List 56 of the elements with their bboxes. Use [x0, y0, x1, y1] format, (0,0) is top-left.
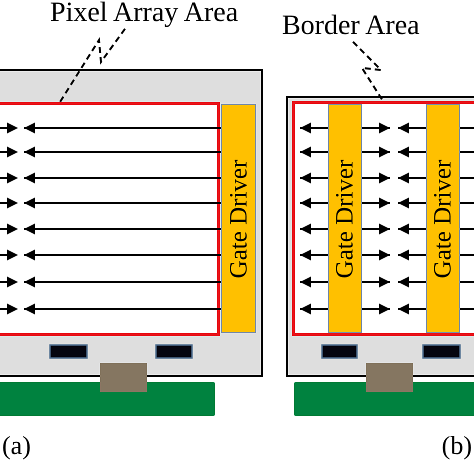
arrow	[300, 122, 328, 134]
bar-label: Gate Driver	[226, 159, 251, 278]
arrow	[300, 304, 328, 314]
panel-label: (b)	[442, 432, 472, 461]
arrow	[398, 198, 426, 208]
gate-driver-bar	[426, 104, 460, 333]
signal-line	[460, 228, 474, 230]
arrow	[300, 172, 328, 184]
area-frame	[292, 101, 474, 336]
callout-label: Pixel Array Area	[50, 0, 238, 29]
signal-line	[460, 127, 474, 129]
arrow	[300, 198, 328, 208]
arrow	[300, 224, 328, 234]
arrow	[24, 304, 221, 314]
circuit-board	[0, 382, 215, 416]
gate-driver-bar	[328, 104, 362, 333]
circuit-board	[294, 382, 474, 416]
arrow	[24, 146, 221, 158]
arrow	[24, 250, 221, 260]
arrow	[362, 224, 390, 234]
signal-line	[460, 202, 474, 204]
panel-label: (a)	[2, 432, 31, 461]
arrow	[398, 250, 426, 260]
arrow	[300, 250, 328, 260]
arrow	[24, 122, 221, 134]
arrow	[398, 146, 426, 158]
arrow	[300, 146, 328, 158]
arrow	[362, 198, 390, 208]
arrow	[398, 276, 426, 288]
arrow	[24, 172, 221, 184]
arrow	[24, 224, 221, 234]
signal-line	[460, 177, 474, 179]
arrow	[362, 172, 390, 184]
arrow	[398, 224, 426, 234]
callout-label: Border Area	[282, 11, 420, 42]
arrow	[300, 276, 328, 288]
arrow	[24, 198, 221, 208]
signal-line	[460, 281, 474, 283]
leader-line	[352, 41, 384, 102]
signal-line	[460, 151, 474, 153]
signal-line	[460, 308, 474, 310]
arrow	[398, 122, 426, 134]
arrow	[24, 276, 221, 288]
arrow	[362, 250, 390, 260]
area-frame	[0, 102, 220, 336]
arrow	[362, 276, 390, 288]
bar-label: Gate Driver	[332, 159, 358, 278]
bar-label: Gate Driver	[430, 159, 456, 278]
gate-driver-bar	[221, 104, 256, 333]
arrow	[362, 146, 390, 158]
leader-line	[59, 28, 126, 103]
arrow	[398, 304, 426, 314]
signal-line	[460, 254, 474, 256]
arrow	[362, 122, 390, 134]
arrow	[398, 172, 426, 184]
arrow	[362, 304, 390, 314]
